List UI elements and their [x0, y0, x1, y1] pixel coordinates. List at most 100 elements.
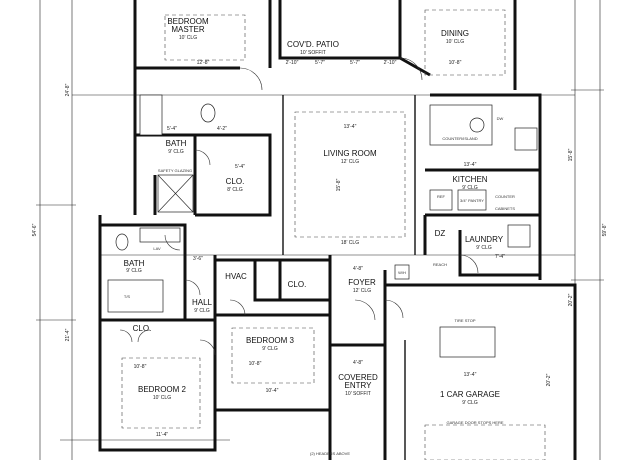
- note-counter: COUNTER: [495, 194, 515, 199]
- refrigerator: [429, 189, 453, 211]
- note-ref: REF: [437, 194, 446, 199]
- foyer-label: FOYER: [348, 278, 376, 287]
- clo-hall-label: CLO.: [288, 280, 307, 289]
- clo-bed2-label: CLO.: [133, 324, 152, 333]
- bath2-label: BATH: [124, 259, 145, 268]
- covered-entry-label-2: ENTRY: [345, 381, 373, 390]
- dim-clo-width: 5'-4": [235, 164, 245, 170]
- walls: [98, 0, 577, 460]
- dim-bed3-height: 10'-4": [266, 388, 279, 394]
- bedroom-master-ceiling: 10' CLG: [179, 35, 197, 41]
- dim-garage-height: 20'-2": [546, 373, 552, 386]
- covered-entry-ceiling: 10' SOFFIT: [345, 391, 371, 397]
- dz-label: DZ: [435, 229, 446, 238]
- note-counter-island: COUNTER/ISLAND: [442, 136, 477, 141]
- kitchen-label: KITCHEN: [452, 175, 487, 184]
- dining-tray-ceiling: [424, 9, 506, 76]
- dim-bed2-height: 11'-4": [156, 432, 169, 438]
- dining-ceiling: 10' CLG: [446, 39, 464, 45]
- dim-patio-a: 2'-10": [286, 60, 299, 66]
- bedroom-master-label-2: MASTER: [171, 25, 205, 34]
- bedroom2-ceiling: 10' CLG: [153, 395, 171, 401]
- dim-left-top: 24'-8": [65, 83, 71, 96]
- dim-living-clg: 18' CLG: [341, 240, 359, 246]
- master-tray-ceiling: [164, 14, 246, 61]
- bedroom3-label: BEDROOM 3: [246, 336, 295, 345]
- covd-patio-label: COV'D. PATIO: [287, 40, 339, 49]
- bath2-ceiling: 9' CLG: [126, 268, 142, 274]
- dim-patio-d: 2'-10": [384, 60, 397, 66]
- bath-master-ceiling: 9' CLG: [168, 149, 184, 155]
- note-cabinets: CABINETS: [495, 206, 515, 211]
- dim-entry-width: 4'-8": [353, 360, 363, 366]
- bedroom2-label: BEDROOM 2: [138, 385, 187, 394]
- garage-label: 1 CAR GARAGE: [440, 390, 500, 399]
- dim-laundry-width: 7'-4": [495, 254, 505, 260]
- laundry-tub: [507, 224, 531, 248]
- hvac-label: HVAC: [225, 272, 247, 281]
- hall-label: HALL: [192, 298, 213, 307]
- door-swings: [119, 57, 479, 356]
- water-heater: [394, 264, 410, 280]
- bed2-tray-ceiling: [121, 357, 201, 429]
- note-reach: REACH: [433, 262, 447, 267]
- dim-right-top: 15'-8": [568, 148, 574, 161]
- dim-foyer-width: 4'-8": [353, 266, 363, 272]
- living-room-ceiling: 12' CLG: [341, 159, 359, 165]
- note-tire-stop: TIRE STOP: [454, 318, 475, 323]
- dim-living-height: 15'-8": [336, 178, 342, 191]
- dim-kitchen-width: 13'-4": [464, 162, 477, 168]
- dim-patio-b: 5'-7": [315, 60, 325, 66]
- dimension-labels: 54'-6" 24'-8" 21'-4" 59'-8" 15'-8" 20'-2…: [32, 60, 608, 438]
- dim-living-width: 13'-4": [344, 124, 357, 130]
- bedroom-master-label-1: BEDROOM: [167, 17, 209, 26]
- kitchen-sink: [469, 117, 485, 133]
- note-lav: LAV: [153, 246, 161, 251]
- dim-left-mid: 21'-4": [65, 328, 71, 341]
- master-toilet: [200, 103, 216, 123]
- dim-hall-width: 3'-6": [193, 256, 203, 262]
- covd-patio-ceiling: 10' SOFFIT: [300, 50, 326, 56]
- foyer-ceiling: 12' CLG: [353, 288, 371, 294]
- dining-label: DINING: [441, 29, 469, 38]
- dim-garage-width: 13'-4": [464, 372, 477, 378]
- note-dw: DW: [497, 116, 504, 121]
- dim-bath-width: 5'-4": [167, 126, 177, 132]
- dim-dining-width: 10'-8": [449, 60, 462, 66]
- clo-master-label: CLO.: [226, 177, 245, 186]
- bath2-vanity: [139, 227, 181, 243]
- note-safety-glazing: SAFETY GLAZING: [158, 168, 192, 173]
- dim-bed3-width: 10'-8": [249, 361, 262, 367]
- dim-patio-c: 5'-7": [350, 60, 360, 66]
- dim-master-width: 12'-8": [197, 60, 210, 66]
- dim-right-overall: 59'-8": [602, 223, 608, 236]
- kitchen-range: [514, 127, 538, 151]
- fixtures: [107, 9, 546, 460]
- bath-master-label: BATH: [166, 139, 187, 148]
- bath2-tub: [107, 279, 164, 313]
- clo-master-ceiling: 8' CLG: [227, 187, 243, 193]
- dim-bed2-width: 10'-8": [134, 364, 147, 370]
- laundry-ceiling: 9' CLG: [476, 245, 492, 251]
- laundry-label: LAUNDRY: [465, 235, 504, 244]
- bed3-tray-ceiling: [231, 327, 315, 384]
- note-ts: T/S: [124, 294, 131, 299]
- dim-bath-x: 4'-2": [217, 126, 227, 132]
- living-tray-ceiling: [294, 111, 406, 238]
- garage-car: [439, 326, 496, 358]
- garage-door-opening: [424, 424, 546, 460]
- bath2-toilet: [115, 233, 129, 251]
- plan-notes: SAFETY GLAZING TIRE STOP GARAGE DOOR STO…: [124, 116, 515, 456]
- covered-entry-label-1: COVERED: [338, 373, 378, 382]
- hall-ceiling: 9' CLG: [194, 308, 210, 314]
- garage-ceiling: 9' CLG: [462, 400, 478, 406]
- bedroom3-ceiling: 9' CLG: [262, 346, 278, 352]
- room-labels: BEDROOM MASTER 10' CLG COV'D. PATIO 10' …: [124, 17, 504, 406]
- pantry: [457, 189, 487, 211]
- master-vanity: [139, 94, 163, 136]
- note-headers: (2) HEADERS ABOVE: [310, 451, 350, 456]
- kitchen-ceiling: 9' CLG: [462, 185, 478, 191]
- note-garage-door-stops: GARAGE DOOR STOPS HERE: [446, 420, 503, 425]
- note-pantry: 3/4" PANTRY: [460, 198, 484, 203]
